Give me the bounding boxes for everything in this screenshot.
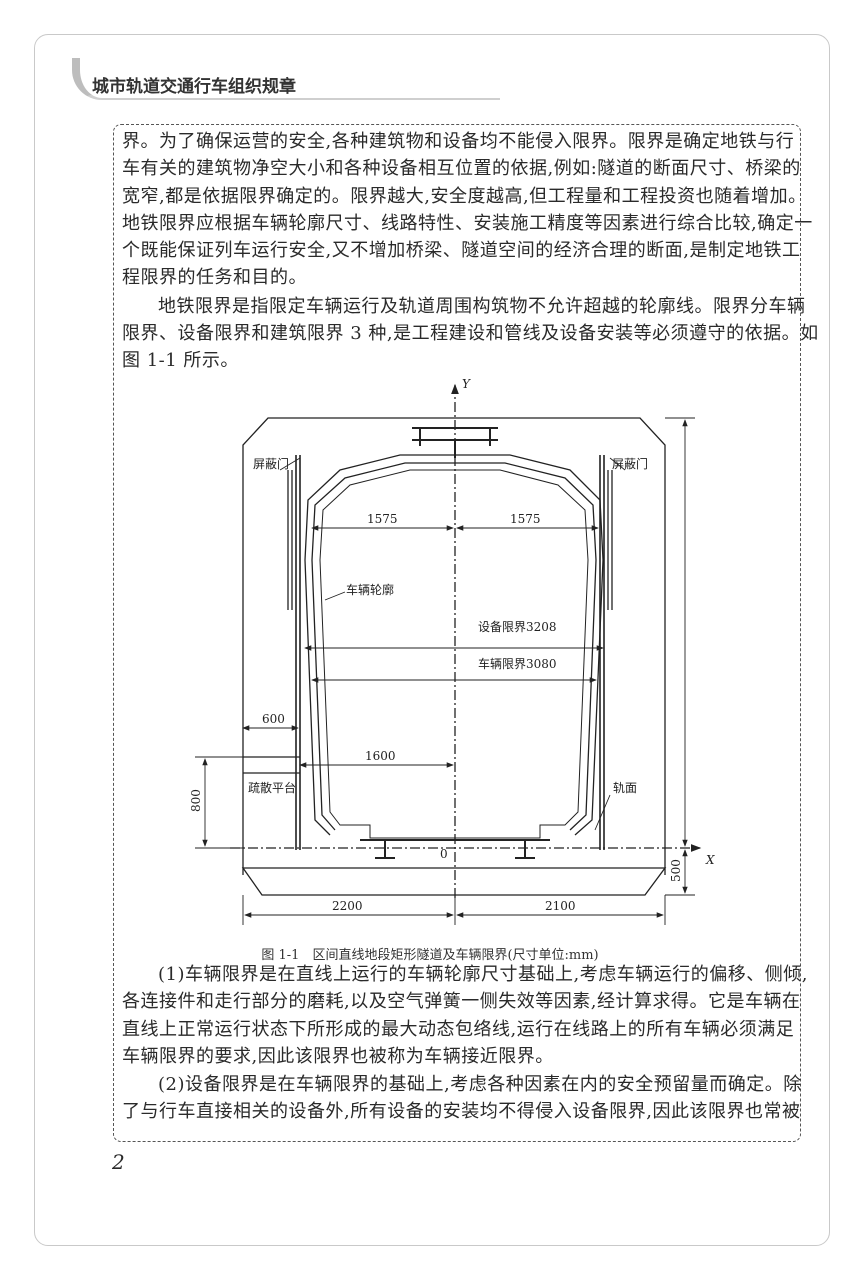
- dim-800: 800: [189, 789, 203, 812]
- y-axis-label: Y: [462, 377, 471, 391]
- screen-door-right-label: 屏蔽门: [612, 456, 648, 471]
- text-line: 地铁限界是指限定车辆运行及轨道周围构筑物不允许超越的轮廓线。限界分车辆: [158, 296, 806, 317]
- running-header: 城市轨道交通行车组织规章: [92, 77, 296, 97]
- page-number: 2: [112, 1150, 125, 1174]
- dim-1575-left: 1575: [367, 512, 398, 526]
- text-line: 直线上正常运行状态下所形成的最大动态包络线,运行在线路上的所有车辆必须满足: [122, 1019, 795, 1040]
- x-axis-label: X: [705, 853, 715, 867]
- text-line: 车有关的建筑物净空大小和各种设备相互位置的依据,例如:隧道的断面尺寸、桥梁的: [122, 158, 801, 179]
- tunnel-outline: [242, 417, 666, 875]
- text-line: 宽窄,都是依据限界确定的。限界越大,安全度越高,但工程量和工程投资也随着增加。: [122, 186, 807, 207]
- dim-vehicle-gauge: 车辆限界3080: [478, 656, 557, 671]
- evacuation-platform: [243, 756, 300, 774]
- screen-door-left: [287, 470, 293, 610]
- dim-2100: 2100: [545, 899, 576, 913]
- dim-1575-right: 1575: [510, 512, 541, 526]
- origin-label: 0: [440, 847, 448, 861]
- dim-600: 600: [262, 712, 285, 726]
- tunnel-inner-left-wall: [295, 455, 301, 850]
- text-line: 地铁限界应根据车辆轮廓尺寸、线路特性、安装施工精度等因素进行综合比较,确定一: [122, 213, 813, 234]
- evacuation-platform-label: 疏散平台: [248, 780, 296, 795]
- dim-2200: 2200: [332, 899, 363, 913]
- text-line: 了与行车直接相关的设备外,所有设备的安装均不得侵入设备限界,因此该限界也常被: [122, 1101, 801, 1122]
- text-line: 图 1-1 所示。: [122, 350, 239, 371]
- screen-door-right: [607, 470, 613, 610]
- text-line: 车辆限界的要求,因此该限界也被称为车辆接近限界。: [122, 1046, 554, 1067]
- content-dashed-box: [113, 124, 801, 1142]
- figure-caption: 图 1-1 区间直线地段矩形隧道及车辆限界(尺寸单位:mm): [261, 948, 599, 963]
- text-line: 程限界的任务和目的。: [122, 267, 307, 288]
- page-frame: [34, 34, 830, 1246]
- dim-500: 500: [669, 859, 683, 882]
- text-line: 限界、设备限界和建筑限界 3 种,是工程建设和管线及设备安装等必须遵守的依据。如: [122, 323, 819, 344]
- tunnel-inner-right-wall: [599, 455, 605, 850]
- text-line: 界。为了确保运营的安全,各种建筑物和设备均不能侵入限界。限界是确定地铁与行: [122, 131, 795, 152]
- header-decoration: [72, 58, 500, 100]
- dim-1600: 1600: [365, 749, 396, 763]
- rail-surface-label: 轨面: [613, 781, 637, 795]
- tunnel-base: [241, 867, 667, 896]
- vehicle-outline: [319, 469, 589, 839]
- text-line: 个既能保证列车运行安全,又不增加桥梁、隧道空间的经济合理的断面,是制定地铁工: [122, 240, 801, 261]
- equipment-gauge-outline: [304, 454, 604, 836]
- vehicle-gauge-outline: [311, 462, 597, 831]
- text-line: 各连接件和走行部分的磨耗,以及空气弹簧一侧失效等因素,经计算求得。它是车辆在: [122, 991, 801, 1012]
- text-line: (1)车辆限界是在直线上运行的车辆轮廓尺寸基础上,考虑车辆运行的偏移、侧倾,: [158, 964, 808, 985]
- text-line: (2)设备限界是在车辆限界的基础上,考虑各种因素在内的安全预留量而确定。除: [158, 1074, 802, 1095]
- dim-equipment-gauge: 设备限界3208: [478, 620, 557, 634]
- vehicle-outline-label: 车辆轮廓: [346, 582, 394, 597]
- screen-door-left-label: 屏蔽门: [253, 456, 289, 471]
